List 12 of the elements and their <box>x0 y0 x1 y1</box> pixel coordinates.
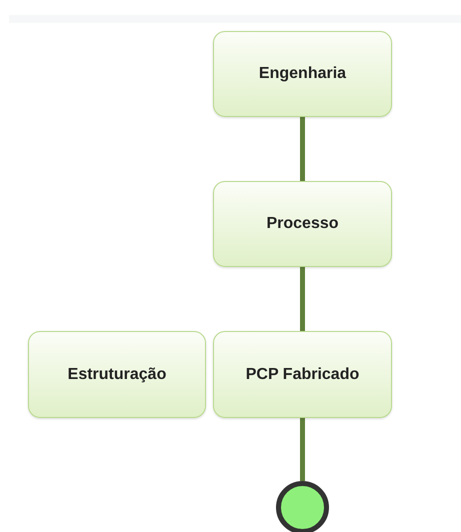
process-box <box>213 181 392 267</box>
connector-line <box>300 267 305 331</box>
end-circle <box>276 481 329 532</box>
process-box <box>213 31 392 117</box>
process-box <box>28 331 206 418</box>
connector-line <box>300 418 305 481</box>
node-label: PCP Fabricado <box>246 366 360 384</box>
process-box <box>213 331 392 418</box>
connector-line <box>300 117 305 181</box>
node-label: Processo <box>266 215 339 233</box>
node-label: Estruturação <box>68 366 166 384</box>
node-label: Engenharia <box>258 65 346 83</box>
